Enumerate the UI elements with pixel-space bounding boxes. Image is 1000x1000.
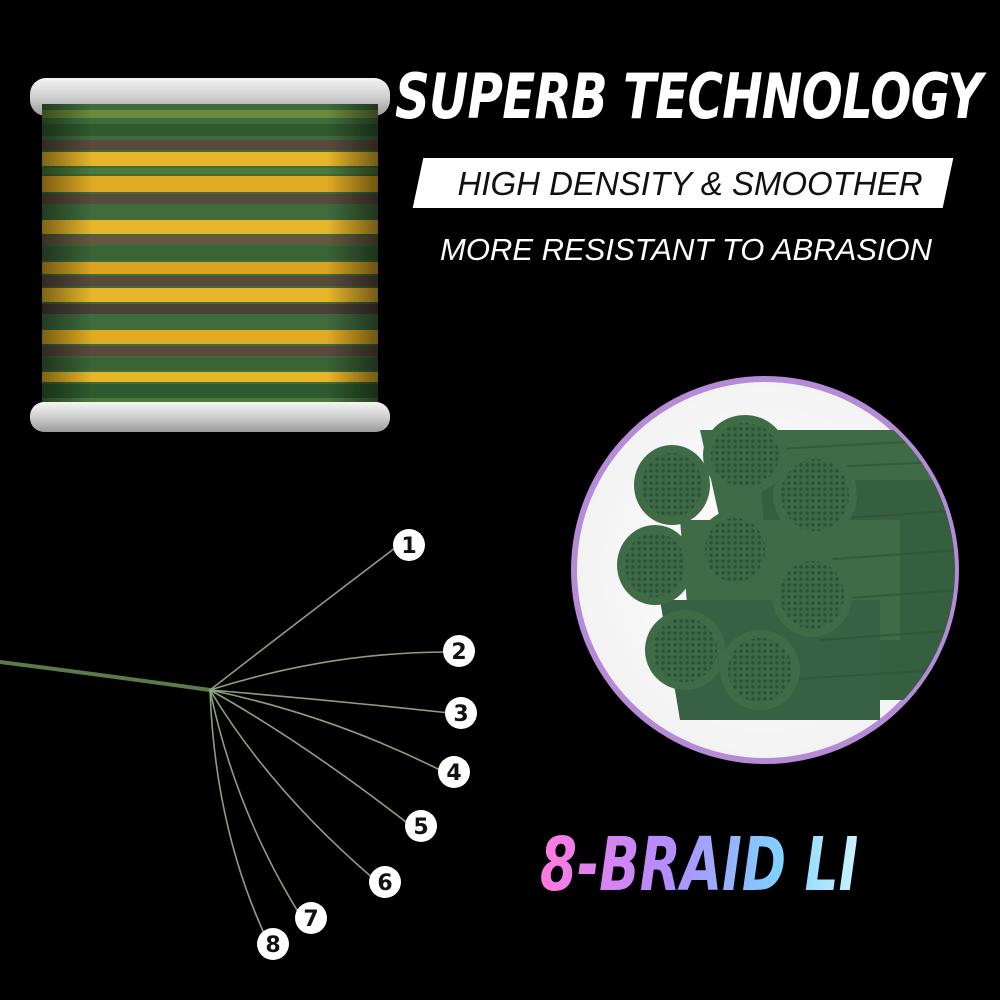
svg-text:1: 1 — [401, 534, 416, 559]
strand-number-badges: 1 2 3 4 5 6 7 — [257, 529, 477, 960]
strand-4 — [209, 689, 441, 771]
braid-cross-section — [571, 376, 959, 764]
strand-3 — [209, 689, 451, 714]
strand-2 — [209, 651, 449, 691]
strand-badge-4: 4 — [438, 756, 470, 788]
strand-badge-5: 5 — [405, 810, 437, 842]
strand-badge-8: 8 — [257, 928, 289, 960]
spool-line-wraps — [42, 104, 378, 410]
spool-bottom-flange — [30, 402, 390, 432]
headline: SUPERB TECHNOLOGY — [395, 60, 983, 133]
strand-1 — [209, 547, 396, 691]
braid-title: 8-BRAID LINES — [540, 822, 978, 908]
strand-badge-3: 3 — [445, 697, 477, 729]
strand-badge-2: 2 — [443, 635, 475, 667]
strand-badge-1: 1 — [393, 529, 425, 561]
strand-7 — [209, 689, 301, 916]
svg-text:3: 3 — [453, 702, 468, 727]
svg-text:5: 5 — [413, 815, 428, 840]
svg-text:4: 4 — [446, 761, 461, 786]
strand-badge-6: 6 — [369, 866, 401, 898]
strand-fan — [0, 547, 451, 943]
svg-text:2: 2 — [451, 640, 466, 665]
subline: MORE RESISTANT TO ABRASION — [440, 232, 933, 267]
svg-text:8: 8 — [265, 933, 280, 958]
strand-5 — [209, 689, 411, 826]
strand-8 — [209, 689, 269, 943]
svg-text:7: 7 — [303, 907, 318, 932]
banner-text: HIGH DENSITY & SMOOTHER — [457, 165, 923, 202]
svg-text:6: 6 — [377, 871, 392, 896]
strand-badge-7: 7 — [295, 902, 327, 934]
strand-6 — [209, 689, 376, 881]
